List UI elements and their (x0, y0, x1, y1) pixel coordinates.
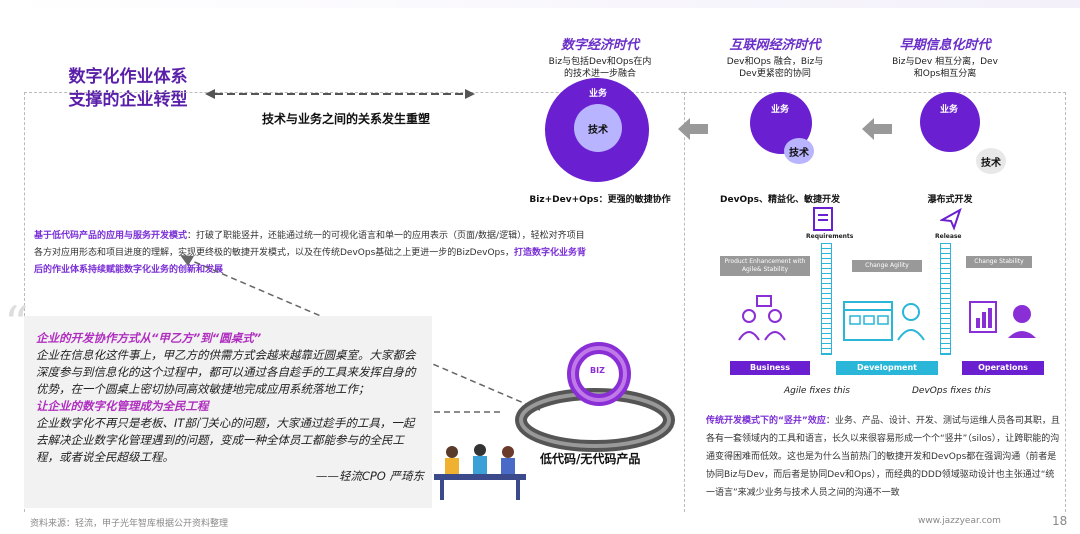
era-digital-caption: Biz+Dev+Ops：更强的敏捷协作 (529, 195, 671, 205)
quote-mark-icon: “ (4, 296, 29, 352)
right-frame (684, 92, 1066, 512)
lowcode-ring-graphic (515, 342, 675, 452)
top-bar (0, 0, 1080, 8)
biz-label-3: 业务 (940, 105, 959, 115)
arrow-left-icon (678, 118, 708, 140)
page-number: 18 (1052, 514, 1068, 528)
requirements-icon (813, 207, 833, 231)
arrow-left-icon-2 (862, 118, 892, 140)
devops-fixes-label: DevOps fixes this (912, 386, 991, 396)
developer-icon (897, 303, 925, 341)
lowcode-paragraph: 基于低代码产品的应用与服务开发模式：打破了职能竖井，还能通过统一的可视化语言和单… (34, 228, 590, 279)
silo-paragraph: 传统开发模式下的“竖井”效应：业务、产品、设计、开发、测试与运维人员各司其职，且… (706, 412, 1062, 502)
phase-box-3: Change Stability (966, 256, 1032, 268)
quote-heading-2: 让企业的数字化管理成为全民工程 (36, 399, 209, 413)
chart-icon (969, 301, 997, 333)
biz-label: 业务 (589, 89, 608, 99)
site-url: www.jazzyear.com (918, 516, 1001, 526)
tech-circle-3: 技术 (976, 148, 1006, 174)
source-note: 资料来源：轻流，甲子光年智库根据公开资料整理 (30, 519, 229, 529)
dashboard-icon (843, 301, 893, 341)
silo-body: ：业务、产品、设计、开发、测试与运维人员各司其职，且各有一套领域内的工具和语言，… (706, 416, 1060, 498)
phase-box-1: Product Enhancement with Agile& Stabilit… (720, 256, 810, 276)
lane-business: Business (730, 361, 810, 375)
support-agent-icon (1008, 305, 1036, 338)
era-digital-desc: Biz与包括Dev和Ops在内 的技术进一步融合 (548, 57, 652, 79)
double-arrow (205, 89, 475, 99)
silo-ladder-1 (821, 243, 832, 355)
quote-text: 企业的开发协作方式从“甲乙方”到“圆桌式” 企业在信息化这件事上，甲乙方的供需方… (36, 330, 424, 485)
agile-fixes-label: Agile fixes this (784, 386, 850, 396)
relation-label: 技术与业务之间的关系发生重塑 (262, 112, 431, 126)
office-people-icon (434, 444, 526, 500)
quote-paragraph-1: 企业在信息化这件事上，甲乙方的供需方式会越来越靠近圆桌室。大家都会深度参与到信息… (36, 348, 416, 396)
lowcode-body: ：打破了职能竖井，还能通过统一的可视化语言和单一的应用表示（页面/数据/逻辑），… (34, 231, 585, 258)
era-early-caption: 瀑布式开发 (927, 195, 973, 205)
tech-circle-2: 技术 (784, 138, 814, 164)
era-early-desc: Biz与Dev 相互分离，Dev 和Ops相互分离 (892, 57, 998, 79)
release-label: Release (935, 233, 962, 240)
people-group-icon (738, 295, 786, 341)
lane-operations: Operations (962, 361, 1044, 375)
era-early-title: 早期信息化时代 (899, 38, 991, 53)
era-internet-title: 互联网经济时代 (729, 38, 821, 53)
lowcode-head: 基于低代码产品的应用与服务开发模式 (34, 231, 188, 241)
quote-signature: ——轻流CPO 严琦东 (315, 469, 424, 483)
ring-center-label: BIZ (590, 366, 605, 375)
left-frame (24, 92, 684, 512)
phase-box-2: Change Agility (852, 260, 922, 272)
lowcode-tail: 打造数字化业务背后的作业体系持续赋能数字化业务的创新和发展 (34, 248, 586, 275)
tech-inner-circle: 技术 (574, 104, 622, 152)
era-internet-desc: Dev和Ops 融合，Biz与 Dev更紧密的协同 (726, 57, 824, 79)
page-title: 数字化作业体系 支撑的企业转型 (68, 67, 188, 110)
era-digital-title: 数字经济时代 (560, 38, 639, 53)
biz-circle-3 (920, 92, 980, 152)
quote-heading-1: 企业的开发协作方式从“甲乙方”到“圆桌式” (36, 331, 262, 345)
silo-ladder-2 (940, 243, 951, 355)
lane-development: Development (836, 361, 938, 375)
ring-label: 低代码/无代码产品 (540, 452, 641, 466)
silo-head: 传统开发模式下的“竖井”效应 (706, 416, 826, 426)
era-internet-caption: DevOps、精益化、敏捷开发 (720, 195, 840, 205)
quote-paragraph-2: 企业数字化不再只是老板、IT部门关心的问题，大家通过趁手的工具，一起去解决企业数… (36, 416, 415, 464)
quote-box (24, 316, 432, 508)
biz-label-2: 业务 (771, 105, 790, 115)
requirements-label: Requirements (806, 233, 854, 240)
release-icon (940, 207, 962, 231)
